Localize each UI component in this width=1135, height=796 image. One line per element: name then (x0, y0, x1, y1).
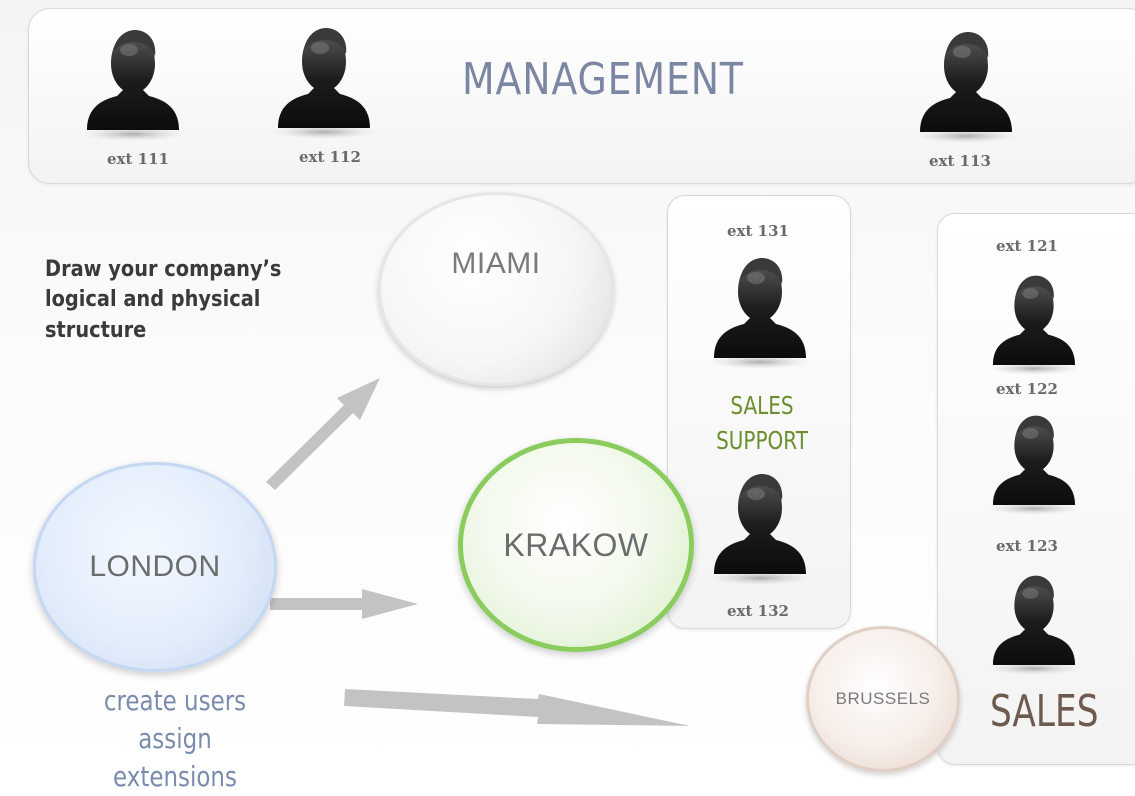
management-title: MANAGEMENT (462, 54, 744, 105)
sales-support-line: SUPPORT (716, 426, 808, 455)
user-silhouette-icon (704, 468, 816, 586)
extension-label: ext 131 (727, 222, 789, 240)
intro-text: Draw your company’s logical and physical… (45, 255, 291, 346)
location-krakow[interactable]: KRAKOW (458, 438, 694, 652)
user-silhouette-icon (984, 410, 1096, 528)
arrow-london-krakow (270, 589, 418, 619)
extension-label: ext 113 (929, 152, 991, 170)
extension-label: ext 112 (299, 148, 361, 166)
user-silhouette-icon (984, 270, 1096, 388)
extension-label: ext 132 (727, 602, 789, 620)
note-line: assign extensions (113, 722, 237, 794)
location-label: LONDON (89, 550, 221, 583)
intro-line: Draw your company’s (45, 257, 282, 282)
location-brussels[interactable]: BRUSSELS (806, 626, 960, 772)
user-silhouette-icon (984, 570, 1096, 688)
intro-line: logical and physical (45, 287, 261, 313)
intro-line: structure (45, 317, 147, 343)
note-line: create users (103, 684, 247, 717)
user-silhouette-icon (704, 252, 816, 370)
sales-label: SALES (990, 686, 1099, 737)
location-label: BRUSSELS (835, 689, 931, 708)
arrow-london-miami (266, 378, 380, 490)
sales-support-line: SALES (730, 391, 794, 420)
location-miami[interactable]: MIAMI (378, 192, 614, 386)
sales-support-label: SALES SUPPORT (706, 388, 818, 458)
extension-label: ext 121 (996, 237, 1058, 255)
arrow-london-brussels (344, 689, 690, 726)
london-note: create users assign extensions (81, 682, 270, 796)
management-panel (28, 8, 1135, 184)
extension-label: ext 122 (996, 380, 1058, 398)
location-london[interactable]: LONDON (33, 462, 277, 672)
extension-label: ext 123 (996, 537, 1058, 555)
location-label: KRAKOW (503, 526, 649, 563)
extension-label: ext 111 (107, 150, 169, 168)
location-label: MIAMI (451, 247, 541, 280)
